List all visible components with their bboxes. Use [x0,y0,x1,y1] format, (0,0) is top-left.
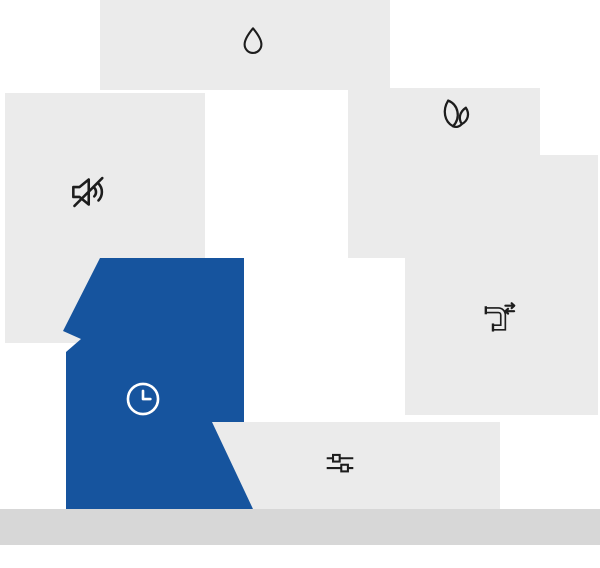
feature-tile-settings [212,422,500,509]
feature-tile-water-connection [405,155,598,415]
muted-speaker-icon [66,170,110,214]
sliders-icon [321,444,359,482]
leaf-icon [434,92,476,134]
clock-icon [122,378,164,420]
bottom-bar [0,509,600,545]
feature-tile-water [100,0,390,90]
pipe-swap-icon [475,300,519,344]
feature-tile-mute [5,93,205,343]
water-drop-icon [235,24,271,60]
